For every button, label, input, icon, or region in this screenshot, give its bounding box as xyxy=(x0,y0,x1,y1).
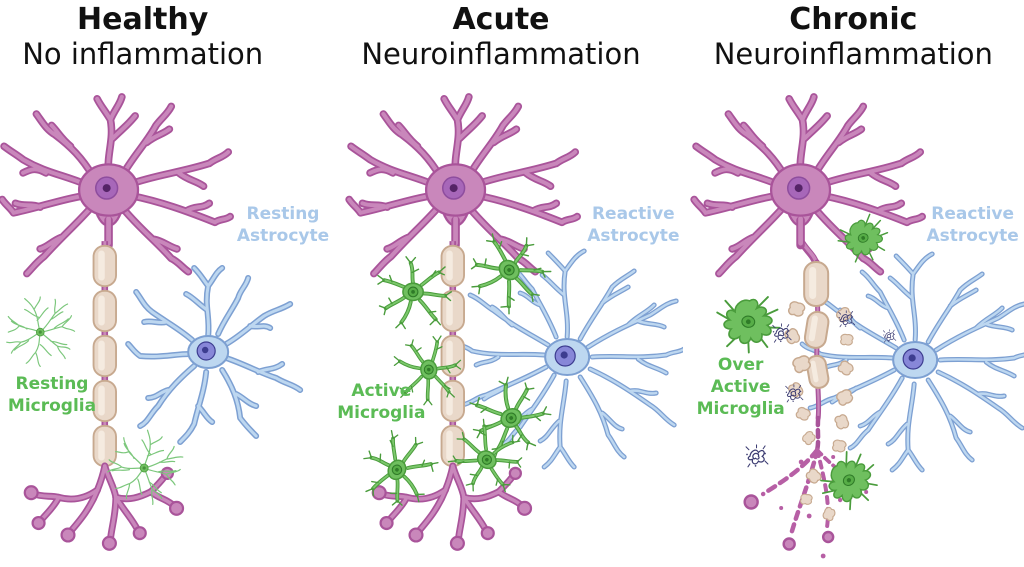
axon-terminals xyxy=(25,466,183,550)
panel-title: Healthy xyxy=(77,2,209,37)
panel-title: Chronic xyxy=(789,2,918,37)
chronic-scene xyxy=(683,0,1024,559)
myelinated-axon xyxy=(442,241,465,470)
label-line: Active xyxy=(351,381,412,401)
acute-scene xyxy=(341,0,682,567)
label-line: Microglia xyxy=(696,399,785,419)
overactive-microglia xyxy=(711,289,785,358)
reactive-astrocyte-label: Reactive Astrocyte xyxy=(927,203,1019,247)
active-microglia xyxy=(458,219,563,324)
myelinated-axon xyxy=(94,241,117,470)
healthy-scene xyxy=(0,0,341,567)
label-line: Microglia xyxy=(337,403,426,423)
panel-subtitle: No inflammation xyxy=(22,37,264,71)
neuron-soma-dendrites xyxy=(349,97,577,274)
overactive-microglia-label: Over Active Microglia xyxy=(697,354,785,420)
active-microglia-label: Active Microglia xyxy=(337,380,425,424)
label-line: Resting xyxy=(246,204,320,224)
reactive-astrocyte xyxy=(802,254,1024,470)
panel-title: Acute xyxy=(452,2,550,37)
resting-astrocyte xyxy=(128,268,300,442)
panel-chronic-header: Chronic Neuroinflammation xyxy=(683,2,1024,71)
label-line: Astrocyte xyxy=(926,226,1019,246)
label-line: Active xyxy=(710,377,771,397)
active-microglia xyxy=(378,257,451,329)
label-line: Reactive xyxy=(931,204,1015,224)
label-line: Astrocyte xyxy=(587,226,680,246)
active-microglia xyxy=(351,420,447,517)
panel-healthy-header: Healthy No inflammation xyxy=(0,2,313,71)
panel-acute-header: Acute Neuroinflammation xyxy=(330,2,671,71)
degenerating-axon xyxy=(743,236,868,559)
reactive-astrocyte-label: Reactive Astrocyte xyxy=(587,203,679,247)
resting-microglia xyxy=(7,297,75,366)
label-line: Over xyxy=(717,355,764,375)
neuron-soma-dendrites xyxy=(2,97,230,274)
panel-subtitle: Neuroinflammation xyxy=(361,37,641,71)
panel-subtitle: Neuroinflammation xyxy=(713,37,993,71)
panel-acute: Acute Neuroinflammation Reactive Astrocy… xyxy=(337,0,682,567)
resting-astrocyte-label: Resting Astrocyte xyxy=(237,203,329,247)
resting-microglia-label: Resting Microglia xyxy=(8,373,96,417)
panel-healthy: Healthy No inflammation Resting Astrocyt… xyxy=(0,0,341,567)
label-line: Reactive xyxy=(591,204,675,224)
panel-chronic: Chronic Neuroinflammation xyxy=(683,0,1024,567)
label-line: Microglia xyxy=(7,396,97,416)
label-line: Resting xyxy=(15,374,89,394)
label-line: Astrocyte xyxy=(236,226,330,246)
